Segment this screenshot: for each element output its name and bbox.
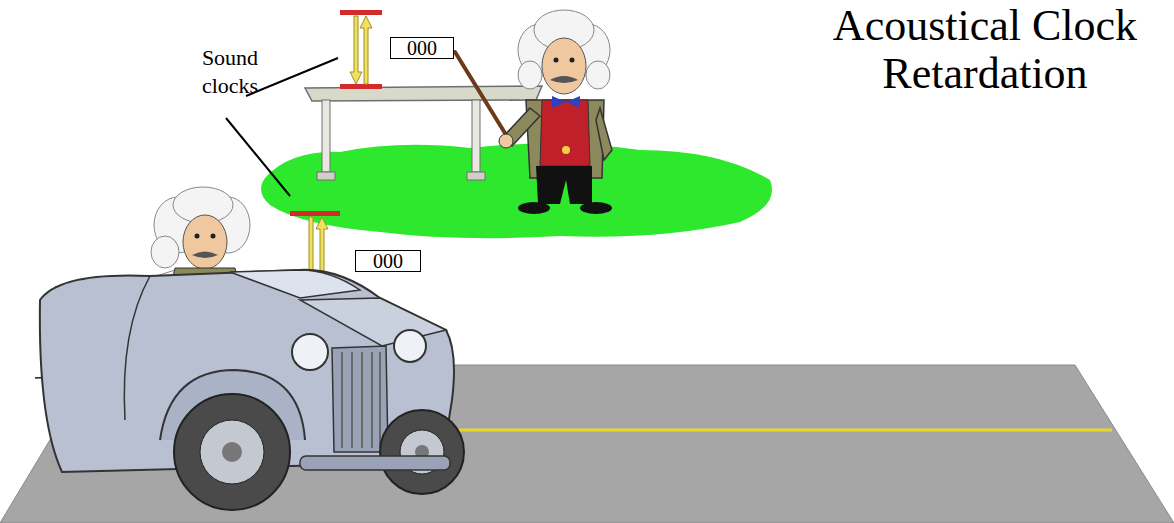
counter-box: 000: [355, 250, 421, 272]
car: [40, 270, 464, 510]
grass-patch: [261, 143, 772, 238]
standing-einstein: [455, 10, 612, 214]
counter-reading: 000: [395, 39, 449, 57]
table: [305, 86, 542, 180]
callout-label: Sound clocks: [190, 44, 270, 100]
counter-reading: 000: [360, 252, 416, 270]
title: Acoustical Clock Retardation: [800, 2, 1170, 98]
counter-box: 000: [390, 37, 454, 59]
sound-clock: [340, 10, 382, 89]
